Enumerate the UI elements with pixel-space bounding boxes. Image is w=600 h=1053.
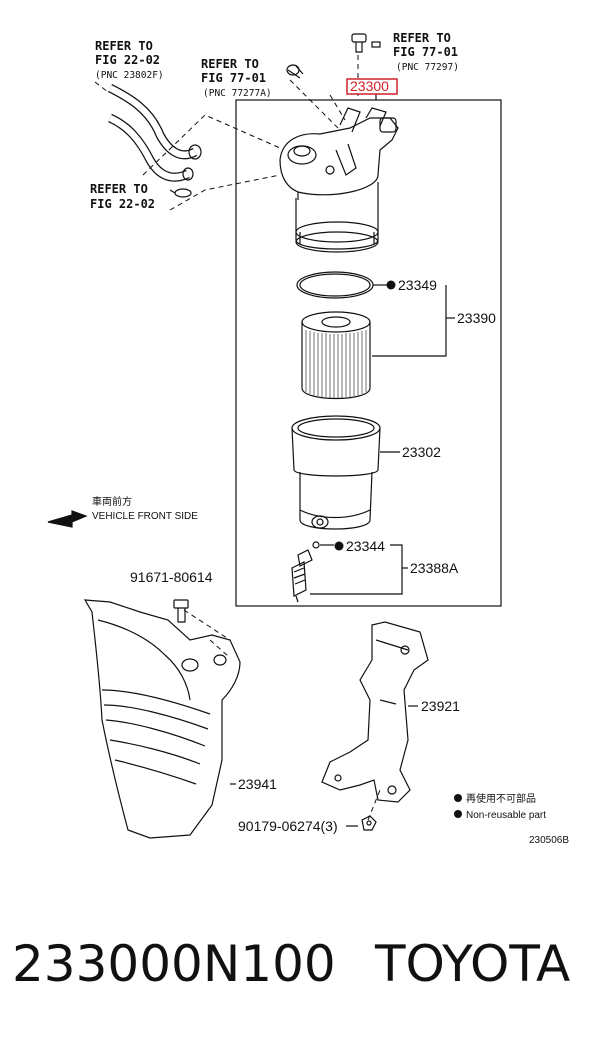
svg-text:REFER TO: REFER TO bbox=[201, 57, 259, 71]
drain-plug-icon bbox=[291, 541, 320, 603]
mid-ref-label: REFER TO FIG 77-01 (PNC 77277A) bbox=[201, 57, 272, 99]
svg-text:FIG 22-02: FIG 22-02 bbox=[90, 197, 155, 211]
svg-text:(PNC 77297): (PNC 77297) bbox=[396, 62, 459, 73]
filter-head-icon bbox=[279, 107, 399, 200]
part-label-case: 23302 bbox=[402, 444, 441, 460]
svg-text:(PNC 23802F): (PNC 23802F) bbox=[95, 70, 164, 81]
sensor-connector-icon bbox=[351, 33, 381, 53]
non-reusable-marker-icon bbox=[334, 541, 344, 551]
part-label-bolt: 91671-80614 bbox=[130, 569, 213, 585]
exploded-view: REFER TO FIG 22-02 (PNC 23802F) REFER TO… bbox=[47, 31, 569, 846]
svg-text:REFER TO: REFER TO bbox=[95, 39, 153, 53]
part-label-protector: 23941 bbox=[238, 776, 277, 792]
svg-text:FIG 77-01: FIG 77-01 bbox=[201, 71, 266, 85]
part-number-caption: 233000N100 bbox=[12, 935, 336, 993]
o-ring-icon bbox=[296, 271, 374, 299]
hose-ref-label: REFER TO FIG 22-02 (PNC 23802F) bbox=[95, 39, 164, 81]
filter-housing-upper-icon bbox=[295, 182, 379, 253]
svg-text:FIG 22-02: FIG 22-02 bbox=[95, 53, 160, 67]
non-reusable-marker-icon bbox=[386, 280, 396, 290]
assembly-highlight bbox=[346, 78, 398, 95]
filter-element-icon bbox=[301, 311, 371, 400]
part-label-assembly: 23300 bbox=[350, 78, 389, 94]
vehicle-front-jp: 車両前方 bbox=[92, 495, 132, 508]
part-label-element-kit: 23390 bbox=[457, 310, 496, 326]
part-label-drain-seal: 23344 bbox=[346, 538, 385, 554]
svg-text:FIG 77-01: FIG 77-01 bbox=[393, 45, 458, 59]
legend-en: Non-reusable part bbox=[466, 810, 546, 821]
top-ref-label: REFER TO FIG 77-01 (PNC 77297) bbox=[393, 31, 459, 73]
svg-text:REFER TO: REFER TO bbox=[393, 31, 451, 45]
bolt-icon bbox=[173, 599, 189, 623]
nut-icon bbox=[361, 815, 377, 831]
svg-text:(PNC 77277A): (PNC 77277A) bbox=[203, 88, 272, 99]
part-label-bracket: 23921 bbox=[421, 698, 460, 714]
part-label-drain-kit: 23388A bbox=[410, 560, 459, 576]
fuel-hose-icon bbox=[107, 83, 202, 182]
mounting-bracket-icon bbox=[321, 621, 429, 803]
legend-marker-icon bbox=[454, 794, 462, 802]
part-label-o-ring: 23349 bbox=[398, 277, 437, 293]
heat-protector-icon bbox=[83, 599, 241, 839]
clamp-ref-label: REFER TO FIG 22-02 bbox=[90, 182, 155, 211]
legend-marker-icon bbox=[454, 810, 462, 818]
hose-fitting-icon bbox=[286, 64, 304, 79]
caption-bar: 233000N100 TOYOTA bbox=[0, 935, 600, 1015]
front-arrow-icon bbox=[47, 510, 88, 528]
assembly-box bbox=[235, 99, 502, 607]
filter-case-icon bbox=[291, 415, 381, 530]
svg-text:REFER TO: REFER TO bbox=[90, 182, 148, 196]
hose-clamp-icon bbox=[169, 188, 192, 198]
figure-code: 230506B bbox=[529, 835, 569, 846]
vehicle-front-en: VEHICLE FRONT SIDE bbox=[92, 511, 198, 522]
part-label-nut: 90179-06274(3) bbox=[238, 818, 338, 834]
legend-jp: 再使用不可部品 bbox=[466, 792, 536, 805]
brand-caption: TOYOTA bbox=[375, 935, 571, 993]
